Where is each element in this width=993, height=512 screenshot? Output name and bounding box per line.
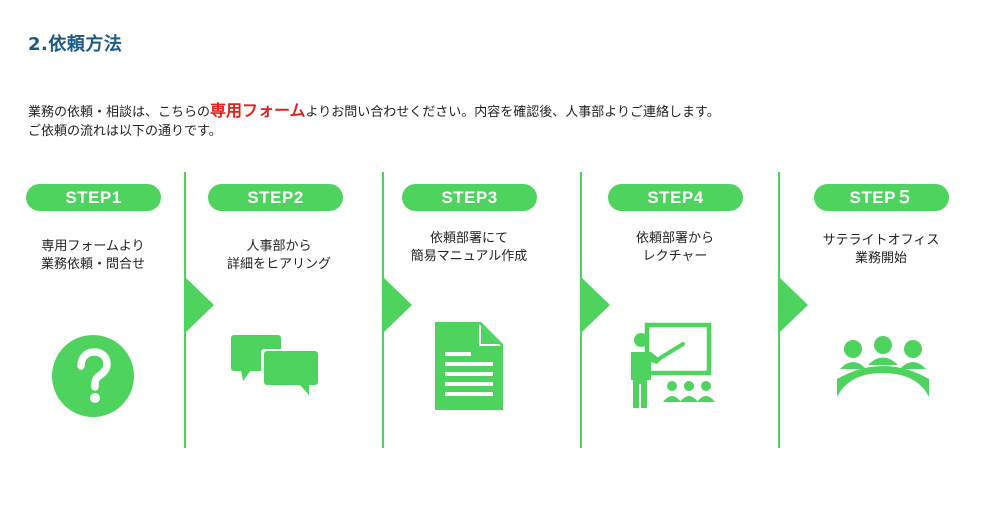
section-title: 2.依頼方法 xyxy=(28,34,123,55)
intro-text-before: 業務の依頼・相談は、こちらの xyxy=(28,105,211,120)
step-caption: 依頼部署にて 簡易マニュアル作成 xyxy=(379,230,559,266)
step-divider xyxy=(778,172,780,448)
chat-bubbles-icon xyxy=(231,335,319,395)
step-badge: STEP3 xyxy=(402,184,537,211)
step-caption-line: 詳細をヒアリング xyxy=(226,257,331,272)
step-flow: STEP1 専用フォームより 業務依頼・問合せ STEP2 人事部から 詳細をヒ… xyxy=(0,170,993,450)
presentation-icon xyxy=(631,322,715,408)
document-icon xyxy=(435,322,503,410)
step-divider xyxy=(184,172,186,448)
step-badge: STEP2 xyxy=(208,184,343,211)
step-caption-line: レクチャー xyxy=(642,249,708,264)
step-3: STEP3 依頼部署にて 簡易マニュアル作成 xyxy=(384,170,584,450)
step-divider xyxy=(382,172,384,448)
step-caption-line: 簡易マニュアル作成 xyxy=(410,249,528,264)
arrow-right-icon xyxy=(582,278,610,332)
arrow-right-icon xyxy=(384,278,412,332)
step-caption-line: 人事部から xyxy=(246,239,312,254)
step-caption-line: 専用フォームより xyxy=(41,239,145,254)
step-caption-line: サテライトオフィス xyxy=(822,233,940,248)
step-caption: 人事部から 詳細をヒアリング xyxy=(189,238,369,274)
step-caption: 依頼部署から レクチャー xyxy=(585,230,765,266)
step-caption: サテライトオフィス 業務開始 xyxy=(791,232,971,268)
step-badge: STEP4 xyxy=(608,184,743,211)
step-2: STEP2 人事部から 詳細をヒアリング xyxy=(186,170,386,450)
step-badge: STEP1 xyxy=(26,184,161,211)
intro-line-1: 業務の依頼・相談は、こちらの専用フォームよりお問い合わせください。内容を確認後、… xyxy=(28,101,720,122)
step-caption-line: 業務開始 xyxy=(854,251,907,266)
meeting-group-icon xyxy=(837,336,929,397)
step-caption-line: 依頼部署から xyxy=(635,231,714,246)
step-1: STEP1 専用フォームより 業務依頼・問合せ xyxy=(0,170,200,450)
intro-line-2: ご依頼の流れは以下の通りです。 xyxy=(28,124,222,139)
arrow-right-icon xyxy=(780,278,808,332)
dedicated-form-link[interactable]: 専用フォーム xyxy=(210,101,306,120)
arrow-right-icon xyxy=(186,278,214,332)
step-badge: STEP５ xyxy=(814,184,949,211)
step-divider xyxy=(580,172,582,448)
question-icon xyxy=(52,335,134,417)
intro-text-after: よりお問い合わせください。内容を確認後、人事部よりご連絡します。 xyxy=(305,105,720,120)
intro-text: 業務の依頼・相談は、こちらの専用フォームよりお問い合わせください。内容を確認後、… xyxy=(28,101,720,141)
step-caption-line: 業務依頼・問合せ xyxy=(40,257,145,272)
step-4: STEP4 依頼部署から レクチャー xyxy=(582,170,782,450)
step-caption-line: 依頼部署にて xyxy=(429,231,508,246)
step-5: STEP５ サテライトオフィス 業務開始 xyxy=(780,170,980,450)
step-caption: 専用フォームより 業務依頼・問合せ xyxy=(3,238,183,274)
